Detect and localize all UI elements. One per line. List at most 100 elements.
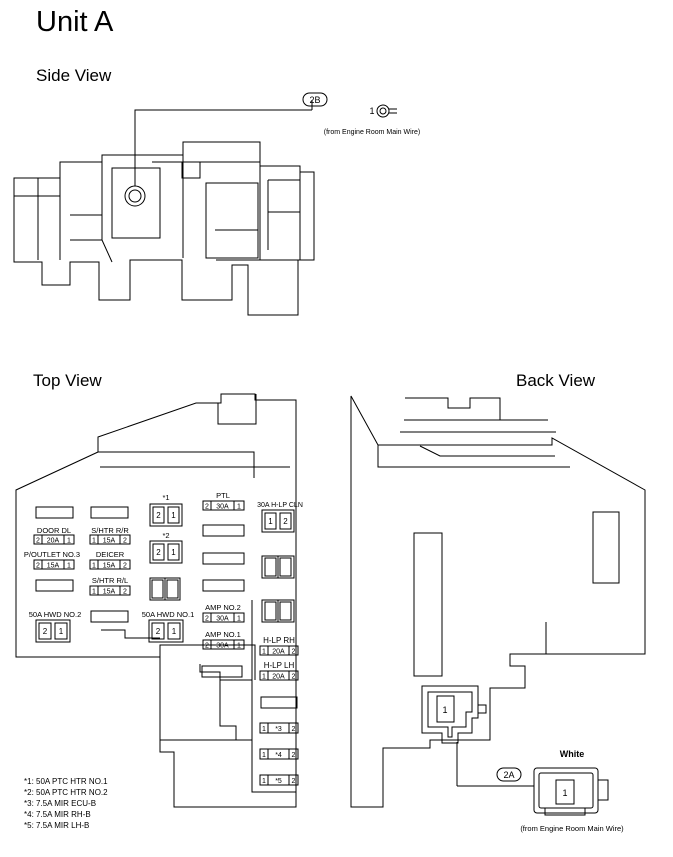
- svg-text:2: 2: [292, 726, 296, 733]
- svg-text:*1: *1: [162, 493, 169, 502]
- svg-text:DOOR DL: DOOR DL: [37, 526, 71, 535]
- connector-2a: 2A White 1 (from Engine Room Main Wire): [496, 749, 624, 833]
- footnotes: *1: 50A PTC HTR NO.1 *2: 50A PTC HTR NO.…: [24, 777, 108, 830]
- svg-text:20A: 20A: [272, 649, 285, 656]
- side-view-drawing: [13, 100, 315, 316]
- svg-text:H-LP LH: H-LP LH: [264, 661, 295, 670]
- pin-number: 1: [369, 106, 374, 116]
- svg-text:50A HWD NO.2: 50A HWD NO.2: [29, 610, 82, 619]
- svg-text:AMP NO.2: AMP NO.2: [205, 603, 241, 612]
- back-view-heading: Back View: [516, 371, 596, 390]
- svg-text:15A: 15A: [103, 538, 116, 545]
- svg-text:2: 2: [205, 616, 209, 623]
- svg-text:30A: 30A: [216, 616, 229, 623]
- svg-text:1: 1: [67, 538, 71, 545]
- svg-text:1: 1: [262, 752, 266, 759]
- fuse-deicer: DEICER 1 15A 2: [89, 550, 131, 570]
- svg-text:1: 1: [237, 643, 241, 650]
- svg-text:AMP NO.1: AMP NO.1: [205, 630, 241, 639]
- back-view-outline: [350, 395, 646, 808]
- svg-text:1: 1: [262, 778, 266, 785]
- svg-text:2: 2: [205, 643, 209, 650]
- svg-text:2: 2: [123, 589, 127, 596]
- svg-text:1: 1: [92, 538, 96, 545]
- svg-text:2: 2: [123, 563, 127, 570]
- svg-text:2: 2: [156, 548, 161, 557]
- fuse-mir-3: 1 *3 2: [259, 722, 299, 734]
- svg-text:2: 2: [123, 538, 127, 545]
- svg-text:2: 2: [292, 649, 296, 656]
- svg-text:30A: 30A: [216, 504, 229, 511]
- svg-text:2: 2: [156, 511, 161, 520]
- white-label: White: [560, 749, 585, 759]
- fuse-ptc-htr-2: *2 2 1: [149, 531, 183, 564]
- svg-text:1: 1: [67, 563, 71, 570]
- svg-text:20A: 20A: [47, 538, 60, 545]
- svg-text:*3: *3: [275, 726, 282, 733]
- back-panel-right: [592, 511, 620, 584]
- svg-text:50A HWD NO.1: 50A HWD NO.1: [142, 610, 195, 619]
- svg-text:S/HTR R/R: S/HTR R/R: [91, 526, 129, 535]
- fuse-mir-5: 1 *5 2: [259, 774, 299, 786]
- socket-pin: 1: [562, 788, 567, 798]
- back-connector-pin: 1: [442, 705, 447, 715]
- svg-text:2: 2: [205, 504, 209, 511]
- footnote: *2: 50A PTC HTR NO.2: [24, 788, 108, 797]
- back-source-note: (from Engine Room Main Wire): [520, 824, 624, 833]
- svg-text:20A: 20A: [272, 674, 285, 681]
- svg-text:2: 2: [156, 627, 161, 636]
- fuse-hlp-lh: H-LP LH 1 20A 2: [259, 661, 299, 681]
- side-source-note: (from Engine Room Main Wire): [324, 129, 420, 136]
- svg-text:1: 1: [237, 504, 241, 511]
- svg-text:30A H-LP CLN: 30A H-LP CLN: [257, 502, 303, 509]
- footnote: *1: 50A PTC HTR NO.1: [24, 777, 108, 786]
- svg-text:2: 2: [292, 674, 296, 681]
- fuse-door-dl: DOOR DL 2 20A 1: [33, 526, 75, 545]
- top-view-outline: [15, 393, 297, 808]
- svg-text:15A: 15A: [103, 589, 116, 596]
- fuse-ptc-htr-1: *1 2 1: [149, 493, 183, 527]
- fuse-amp-no2: AMP NO.2 2 30A 1: [202, 603, 245, 623]
- fuse-amp-no1: AMP NO.1 2 30A 1: [202, 630, 245, 650]
- svg-text:1: 1: [237, 616, 241, 623]
- fuse-shtr-rr: S/HTR R/R 1 15A 2: [89, 526, 131, 545]
- footnote: *5: 7.5A MIR LH-B: [24, 821, 89, 830]
- svg-text:2: 2: [43, 627, 48, 636]
- svg-text:2: 2: [36, 563, 40, 570]
- svg-text:PTL: PTL: [216, 491, 230, 500]
- svg-text:2: 2: [283, 517, 288, 526]
- back-connector: 1: [421, 685, 534, 787]
- connector-2b: 2B 1 (from Engine Room Main Wire): [302, 92, 420, 136]
- svg-text:H-LP RH: H-LP RH: [263, 636, 295, 645]
- fuse-hlp-rh: H-LP RH 1 20A 2: [259, 636, 299, 656]
- fuse-hlp-cln: 30A H-LP CLN 1 2: [257, 502, 303, 533]
- fuse-slots: [35, 506, 298, 709]
- svg-text:S/HTR R/L: S/HTR R/L: [92, 576, 128, 585]
- svg-text:1: 1: [172, 627, 177, 636]
- svg-text:*2: *2: [162, 531, 169, 540]
- back-panel-left: [413, 532, 443, 677]
- connector-2a-label: 2A: [503, 770, 514, 780]
- svg-text:1: 1: [268, 517, 273, 526]
- fuse-hwd-no1: 50A HWD NO.1 2 1: [142, 610, 195, 643]
- connector-2b-label: 2B: [309, 95, 320, 105]
- svg-text:15A: 15A: [103, 563, 116, 570]
- svg-text:1: 1: [92, 589, 96, 596]
- svg-text:2: 2: [36, 538, 40, 545]
- svg-text:DEICER: DEICER: [96, 550, 125, 559]
- fuse-shtr-rl: S/HTR R/L 1 15A 2: [89, 576, 131, 596]
- svg-text:1: 1: [262, 649, 266, 656]
- svg-text:1: 1: [59, 627, 64, 636]
- svg-text:2: 2: [292, 752, 296, 759]
- svg-text:P/OUTLET NO.3: P/OUTLET NO.3: [24, 550, 80, 559]
- fuse-mir-4: 1 *4 2: [259, 748, 299, 760]
- fuse-poutlet-3: P/OUTLET NO.3 2 15A 1: [24, 550, 80, 570]
- footnote: *3: 7.5A MIR ECU-B: [24, 799, 96, 808]
- svg-text:*4: *4: [275, 752, 282, 759]
- unit-title: Unit A: [36, 6, 114, 38]
- fuse-hwd-no2: 50A HWD NO.2 2 1: [29, 610, 82, 643]
- svg-text:1: 1: [262, 726, 266, 733]
- svg-text:1: 1: [171, 548, 176, 557]
- footnote: *4: 7.5A MIR RH-B: [24, 810, 91, 819]
